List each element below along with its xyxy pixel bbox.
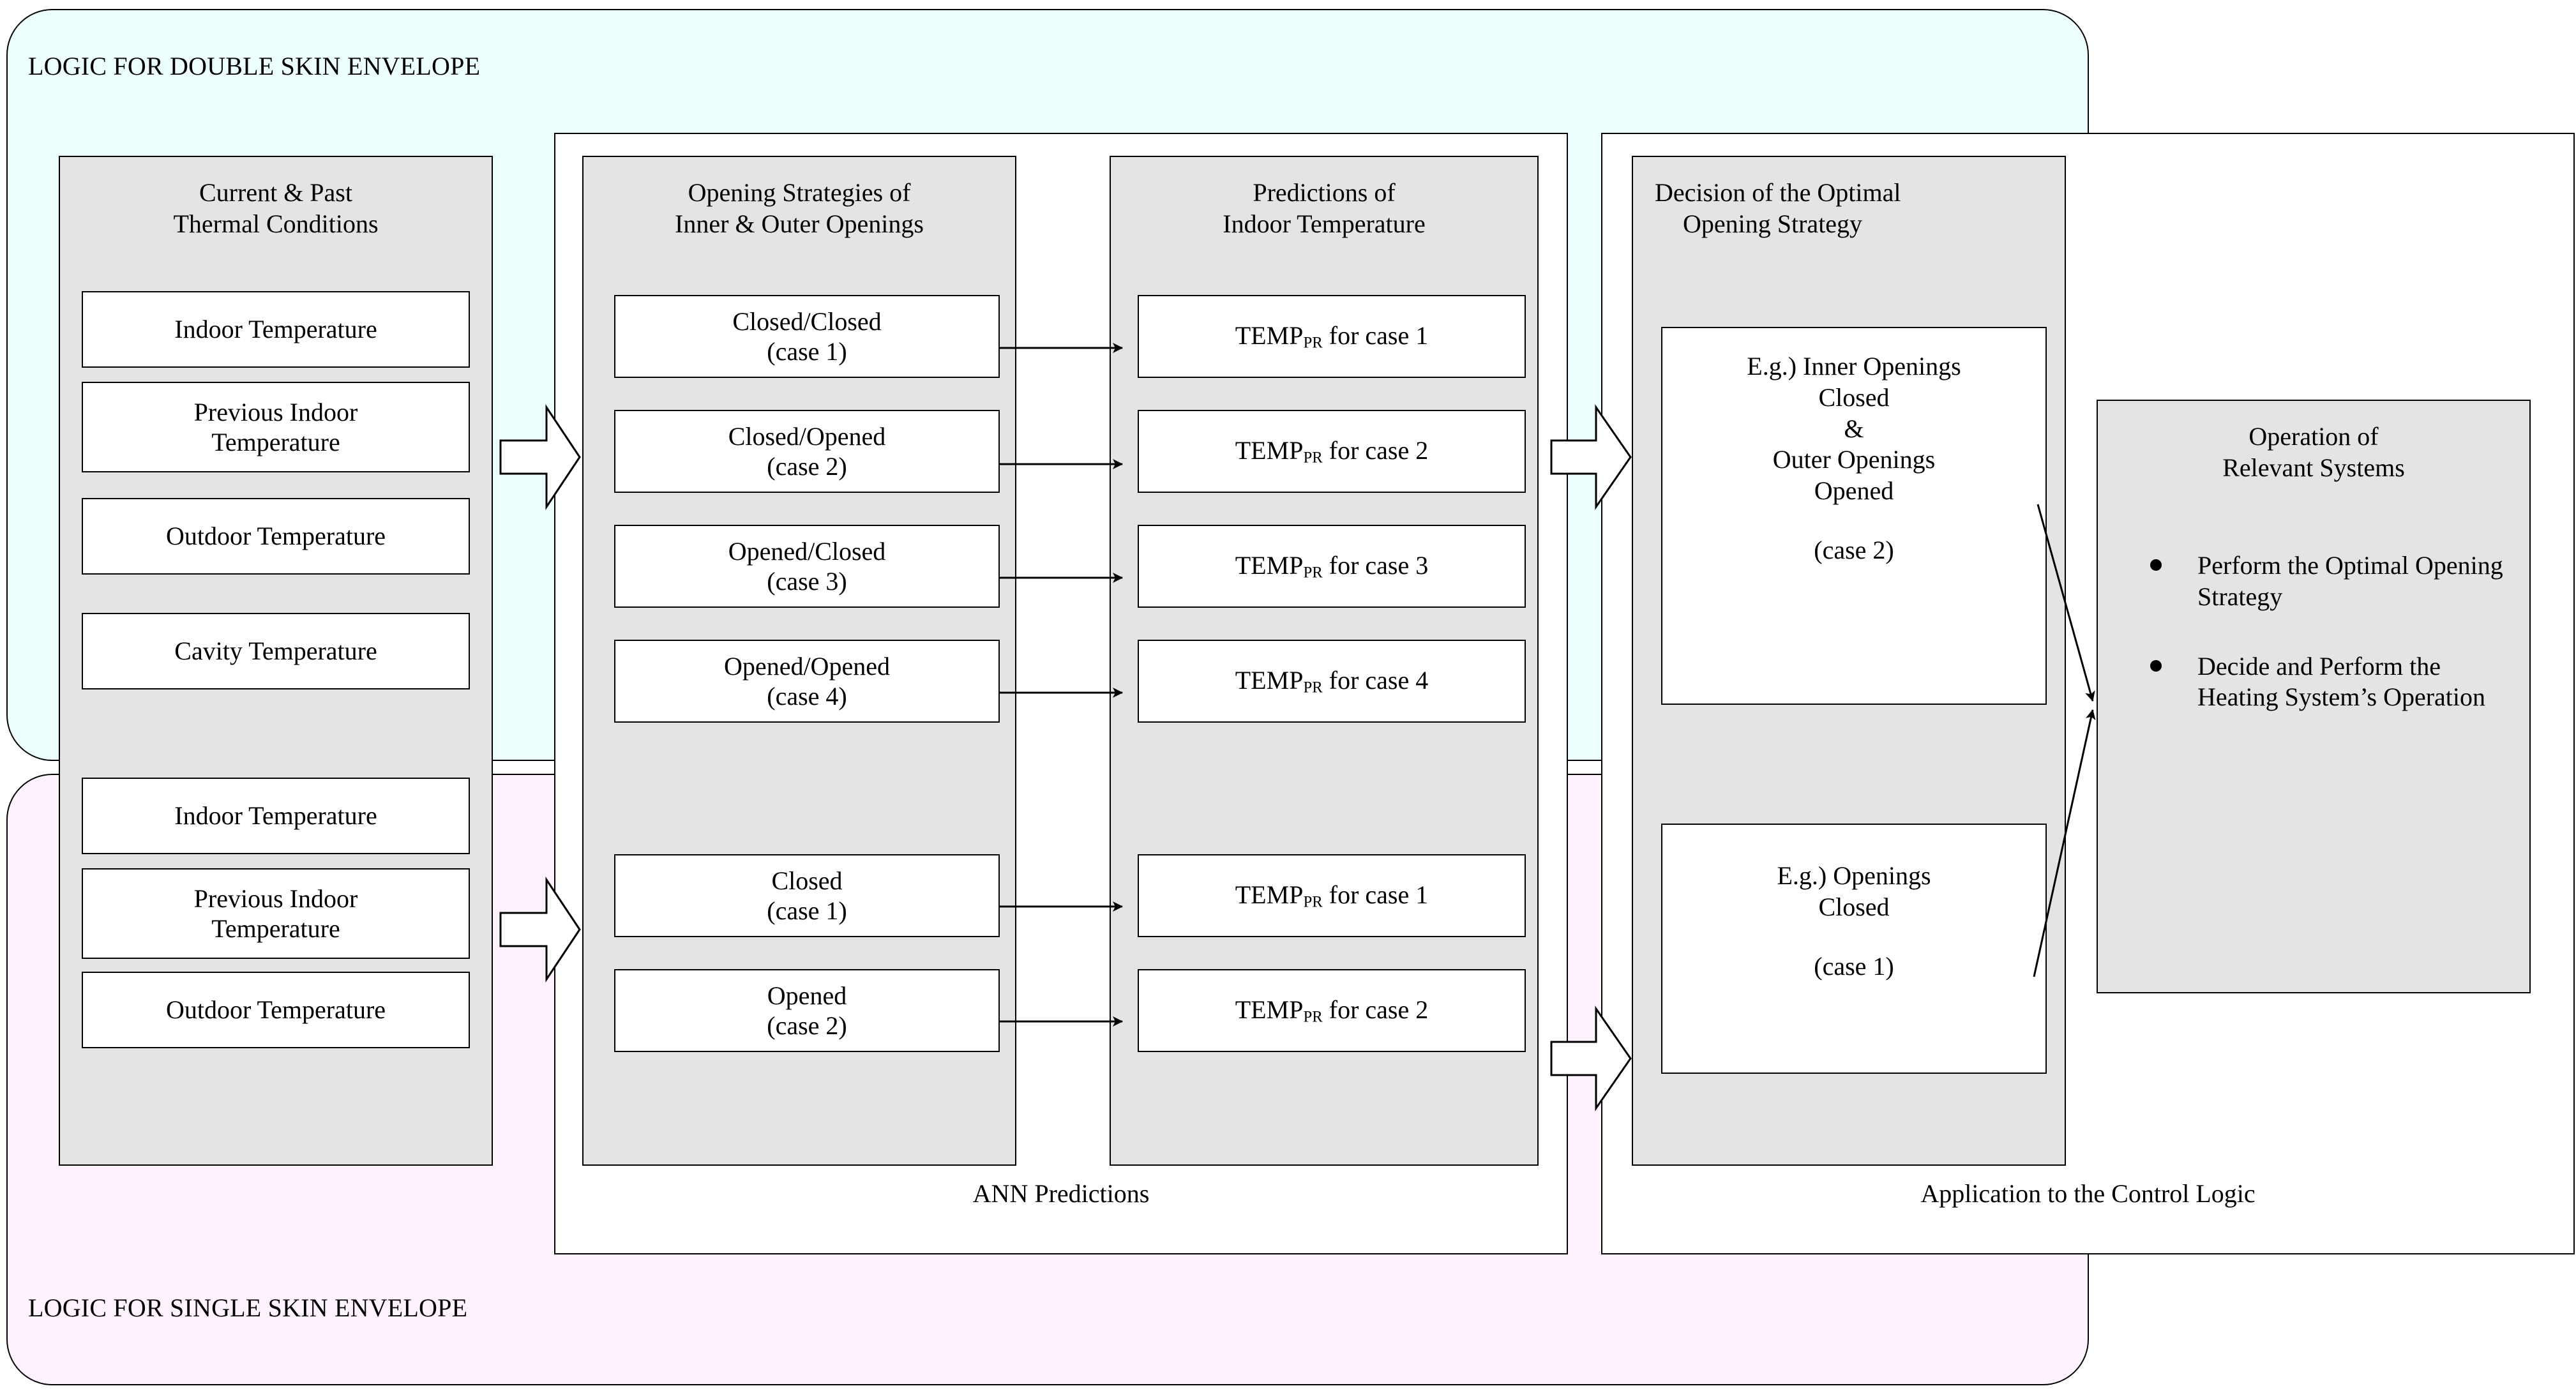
control-logic-caption: Application to the Control Logic	[1920, 1179, 2256, 1208]
bullet-icon	[2150, 559, 2162, 571]
prediction-item-case2-double: TEMPPR for case 2	[1138, 410, 1526, 493]
strategy-item-case1-single: Closed(case 1)	[614, 854, 1000, 937]
input-item-indoor-temperature-double: Indoor Temperature	[82, 291, 470, 368]
decision-example-case1: E.g.) Openings Closed (case 1)	[1661, 824, 2047, 1074]
prediction-item-case1-double: TEMPPR for case 1	[1138, 295, 1526, 378]
group-title-thermal-conditions: Current & Past Thermal Conditions	[173, 178, 379, 238]
prediction-item-case4-double: TEMPPR for case 4	[1138, 640, 1526, 723]
double-skin-envelope-label: LOGIC FOR DOUBLE SKIN ENVELOPE	[28, 52, 481, 80]
strategy-item-case4-double: Opened/Opened(case 4)	[614, 640, 1000, 723]
ann-predictions-caption: ANN Predictions	[972, 1179, 1150, 1208]
input-item-outdoor-temperature-double: Outdoor Temperature	[82, 498, 470, 575]
group-operation-relevant-systems: Operation of Relevant Systems	[2097, 400, 2531, 993]
strategy-item-case2-single: Opened(case 2)	[614, 969, 1000, 1052]
prediction-item-case2-single: TEMPPR for case 2	[1138, 969, 1526, 1052]
group-title-opening-strategies: Opening Strategies of Inner & Outer Open…	[675, 178, 924, 238]
single-skin-envelope-label: LOGIC FOR SINGLE SKIN ENVELOPE	[28, 1293, 468, 1322]
strategy-item-case3-double: Opened/Closed(case 3)	[614, 525, 1000, 608]
operation-bullet-heating-system: Decide and Perform the Heating System’s …	[2097, 651, 2531, 714]
strategy-item-case1-double: Closed/Closed(case 1)	[614, 295, 1000, 378]
input-item-indoor-temperature-single: Indoor Temperature	[82, 778, 470, 854]
bullet-icon	[2150, 659, 2162, 672]
operation-bullet-list: Perform the Optimal Opening Strategy Dec…	[2097, 550, 2531, 751]
group-title-decision: Decision of the Optimal Opening Strategy	[1655, 178, 1901, 238]
strategy-item-case2-double: Closed/Opened(case 2)	[614, 410, 1000, 493]
input-item-outdoor-temperature-single: Outdoor Temperature	[82, 972, 470, 1048]
prediction-item-case3-double: TEMPPR for case 3	[1138, 525, 1526, 608]
input-item-cavity-temperature-double: Cavity Temperature	[82, 613, 470, 689]
group-title-operation: Operation of Relevant Systems	[2222, 422, 2405, 482]
operation-bullet-perform-strategy: Perform the Optimal Opening Strategy	[2097, 550, 2531, 613]
prediction-item-case1-single: TEMPPR for case 1	[1138, 854, 1526, 937]
decision-example-case2: E.g.) Inner Openings Closed & Outer Open…	[1661, 327, 2047, 705]
group-title-predictions: Predictions of Indoor Temperature	[1223, 178, 1426, 238]
